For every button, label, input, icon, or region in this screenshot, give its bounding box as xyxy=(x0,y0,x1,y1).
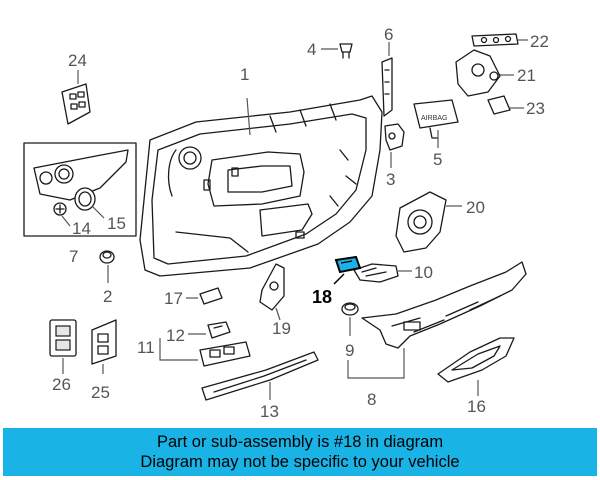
part-7-speaker-cover xyxy=(33,149,129,201)
part-17-switch xyxy=(199,287,223,305)
part-26-switch xyxy=(49,319,77,357)
callout-14: 14 xyxy=(72,219,91,238)
callout-6: 6 xyxy=(384,25,393,44)
part-12-switch xyxy=(207,321,231,339)
callout-24: 24 xyxy=(68,51,87,70)
callout-15: 15 xyxy=(107,214,126,233)
part-20-speaker-module xyxy=(395,191,447,253)
callout-18: 18 xyxy=(312,287,332,307)
part-22-switch-strip xyxy=(471,33,519,47)
part-25-switch-panel xyxy=(91,319,117,365)
banner-line-1: Part or sub-assembly is #18 in diagram xyxy=(156,433,444,451)
callout-13: 13 xyxy=(260,402,279,421)
callout-26: 26 xyxy=(52,375,71,394)
parts-diagram: 1 2 3 4 AIRBAG 5 6 xyxy=(23,25,549,421)
callout-9: 9 xyxy=(345,341,354,360)
part-3-bracket xyxy=(384,123,405,151)
part-14-screw xyxy=(53,202,67,216)
part-23-switch xyxy=(487,95,511,115)
airbag-label-text: AIRBAG xyxy=(421,115,447,122)
callout-23: 23 xyxy=(526,99,545,118)
part-13-trim-strip xyxy=(201,351,319,401)
part-4-clip xyxy=(339,43,353,59)
callout-22: 22 xyxy=(530,32,549,51)
callout-10: 10 xyxy=(414,263,433,282)
banner-line-2: Diagram may not be specific to your vehi… xyxy=(140,453,460,471)
info-banner: Part or sub-assembly is #18 in diagram D… xyxy=(3,428,597,476)
callout-2: 2 xyxy=(103,287,112,306)
callout-1: 1 xyxy=(240,65,249,84)
part-16-pocket-trim xyxy=(437,337,515,383)
callout-12: 12 xyxy=(166,326,185,345)
callout-5: 5 xyxy=(433,150,442,169)
part-15-speaker-ring xyxy=(74,187,96,211)
callout-17: 17 xyxy=(164,289,183,308)
part-19-bracket xyxy=(259,263,285,311)
callout-19: 19 xyxy=(272,319,291,338)
callout-21: 21 xyxy=(517,66,536,85)
part-24-window-switch xyxy=(61,83,91,125)
part-2-grommet xyxy=(99,250,115,264)
part-11-switch-panel xyxy=(199,341,251,367)
part-6-trim-strip xyxy=(381,57,393,117)
part-9-cap xyxy=(341,302,359,316)
group-7-box xyxy=(23,142,137,237)
callout-7: 7 xyxy=(69,247,78,266)
part-18-highlighted xyxy=(334,255,362,274)
callout-3: 3 xyxy=(386,170,395,189)
part-1-door-panel xyxy=(139,95,383,277)
part-8-armrest xyxy=(361,261,527,349)
callout-16: 16 xyxy=(467,397,486,416)
part-10-handle-housing xyxy=(353,263,399,283)
part-5-airbag-label: AIRBAG xyxy=(413,99,459,139)
callout-8: 8 xyxy=(367,390,376,409)
part-21-bracket xyxy=(455,49,501,97)
callout-25: 25 xyxy=(91,383,110,402)
callout-4: 4 xyxy=(307,40,316,59)
callout-11: 11 xyxy=(137,338,155,357)
callout-20: 20 xyxy=(466,198,485,217)
